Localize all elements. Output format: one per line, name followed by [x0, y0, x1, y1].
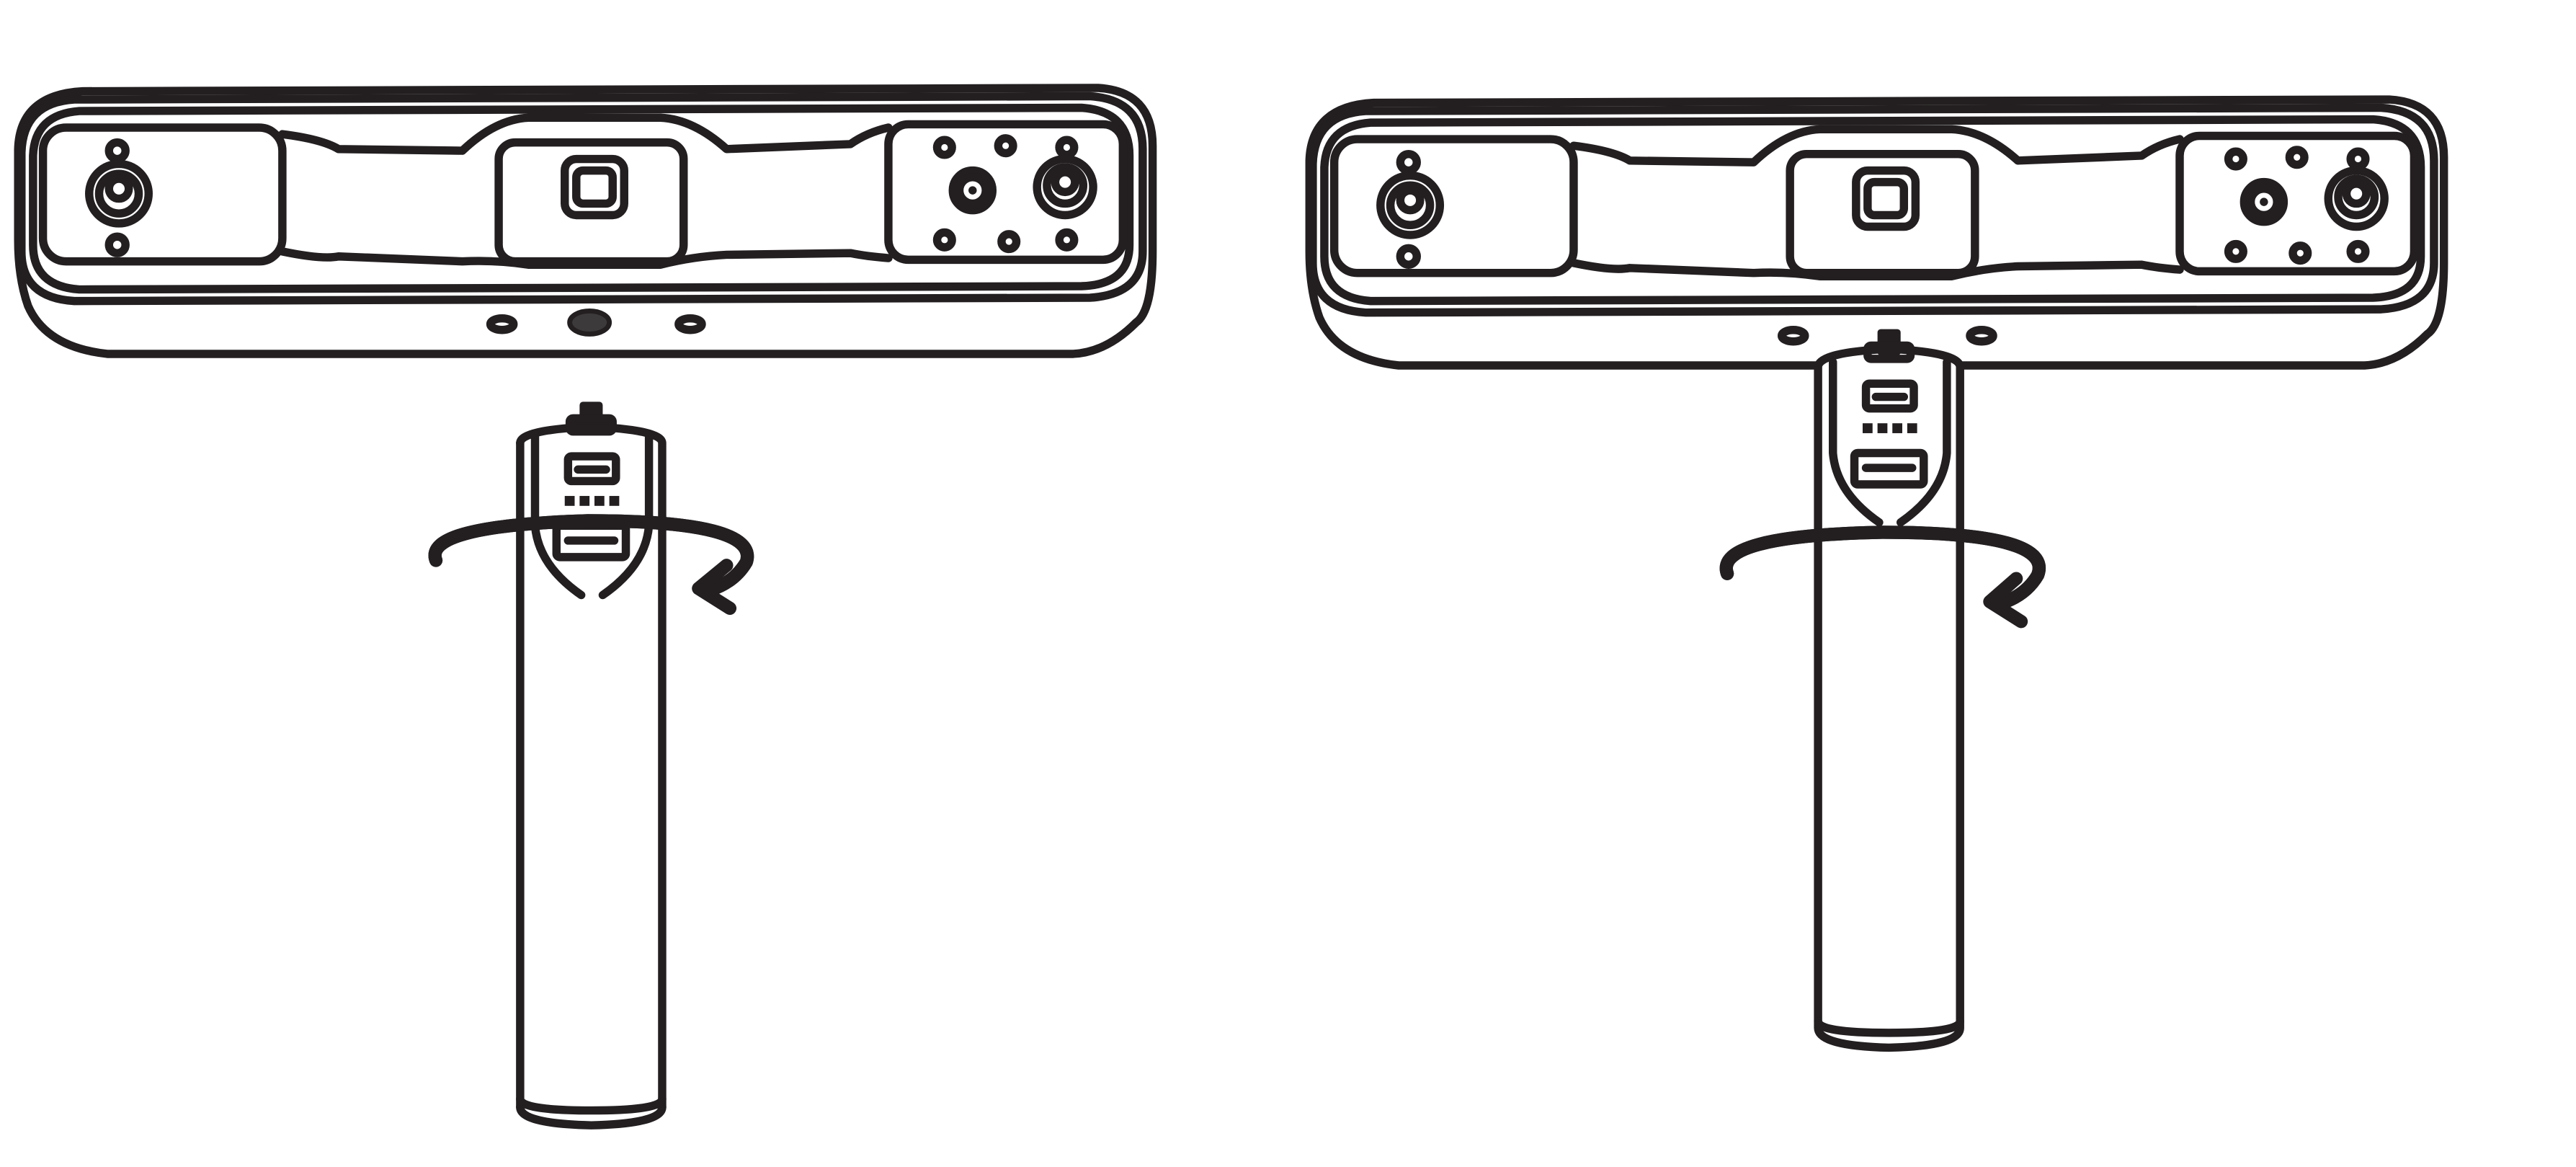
panel-before-attach [18, 88, 1152, 1130]
panel-after-attach [1309, 99, 2443, 1052]
scanner-body-icon [1309, 99, 2443, 365]
mount-hole-icon [1777, 326, 1809, 346]
mount-socket-icon [567, 308, 612, 337]
handle-icon [516, 401, 667, 1130]
mount-hole-icon [1966, 326, 1997, 346]
rotate-arrow-icon [428, 514, 754, 616]
rotate-arrow-icon [1719, 525, 2046, 629]
mount-hole-icon [486, 314, 518, 334]
mount-hole-icon [674, 314, 706, 334]
handle-icon [1814, 329, 1964, 1052]
